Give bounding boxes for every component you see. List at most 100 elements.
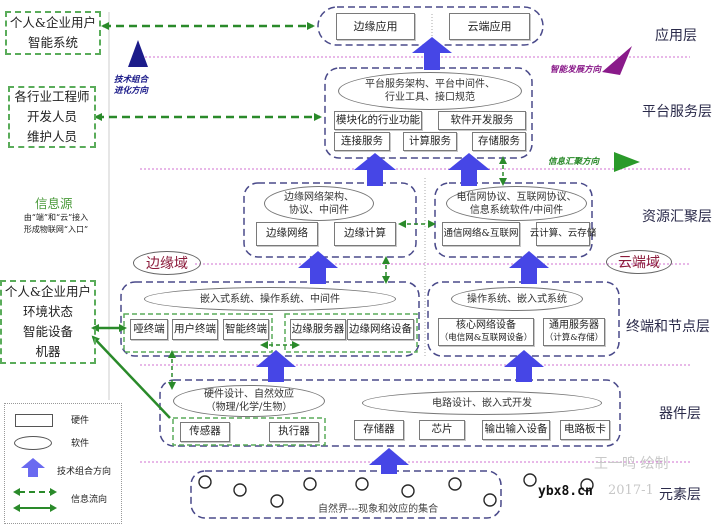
engineers-box: 各行业工程师 开发人员 维护人员 xyxy=(8,86,96,148)
edge-application-box: 边缘应用 xyxy=(336,13,415,40)
box-line: 智能设备 xyxy=(22,324,73,339)
dumb-terminal-box: 哑终端 xyxy=(130,319,168,340)
element-circles xyxy=(198,473,594,508)
cloud-protocol-software-oval: 电信网协议、互联网协议、 信息系统软件/中间件 xyxy=(446,186,587,221)
tech-arrow xyxy=(504,350,544,382)
tech-arrow xyxy=(256,350,296,382)
tech-arrow xyxy=(509,251,549,284)
box-line: 智能系统 xyxy=(27,35,78,50)
box-line: 个人&企业用户 xyxy=(4,284,92,299)
cloud-domain-label: 云端域 xyxy=(606,250,672,274)
oval-line: （物理/化学/生物） xyxy=(205,402,293,413)
edge-network-device-box: 边缘网络设备 xyxy=(347,319,414,340)
site-watermark: ybx8.cn xyxy=(538,484,593,499)
box-line: 机器 xyxy=(35,344,61,359)
cloud-compute-storage-box: 云计算、云存储 xyxy=(530,222,596,246)
oval-line: 边缘网络架构、 xyxy=(284,191,354,203)
tech-arrow xyxy=(412,37,452,70)
edge-domain-label: 边缘域 xyxy=(133,251,201,275)
info-source-line2: 形成物联网“入口” xyxy=(23,225,89,234)
platform-software-oval: 平台服务架构、平台中间件、 行业工具、接口规范 xyxy=(338,72,522,110)
box-line: 各行业工程师 xyxy=(14,89,90,104)
box-subtitle: （电信网&互联网设备） xyxy=(439,332,533,343)
tech-evolution-label: 技术组合 进化方向 xyxy=(114,75,148,98)
legend-hardware-icon xyxy=(15,414,53,427)
oval-line: 协议、中间件 xyxy=(289,204,349,216)
embedded-system-oval: 嵌入式系统、操作系统、中间件 xyxy=(144,287,396,311)
general-server-box: 通用服务器 （计算&存储） xyxy=(543,318,605,346)
dev-service-box: 软件开发服务 xyxy=(438,111,526,130)
connect-service-box: 连接服务 xyxy=(334,132,390,151)
layer-label-platform: 平台服务层 xyxy=(642,104,712,120)
user-terminal-box: 用户终端 xyxy=(172,319,218,340)
info-flows-minor xyxy=(168,156,507,390)
circuit-board-box: 电路板卡 xyxy=(560,420,610,440)
telecom-internet-box: 通信网络&互联网 xyxy=(442,222,520,246)
box-line: 环境状态 xyxy=(22,304,73,319)
compute-service-box: 计算服务 xyxy=(403,132,457,151)
hardware-design-oval: 硬件设计、自然效应 （物理/化学/生物） xyxy=(173,385,325,417)
legend-info-flow-icon xyxy=(13,488,57,512)
info-sources-box: 个人&企业用户 环境状态 智能设备 机器 xyxy=(0,280,96,364)
legend: 硬件 软件 技术组合方向 信息流向 xyxy=(4,403,122,524)
edge-network-software-oval: 边缘网络架构、 协议、中间件 xyxy=(264,186,374,221)
oval-line: 信息系统软件/中间件 xyxy=(469,204,564,216)
memory-box: 存储器 xyxy=(354,420,404,440)
edge-compute-box: 边缘计算 xyxy=(334,222,396,246)
label-line: 进化方向 xyxy=(114,86,149,97)
info-convergence-arrow-icon xyxy=(614,152,640,172)
info-convergence-label: 信息汇聚方向 xyxy=(548,157,600,167)
evolution-triangle-icon xyxy=(128,40,148,67)
actuator-box: 执行器 xyxy=(269,422,319,442)
legend-hardware-label: 硬件 xyxy=(71,416,90,426)
info-source-title: 信息源 xyxy=(35,196,73,211)
legend-tech-direction-label: 技术组合方向 xyxy=(57,467,112,477)
layer-label-element: 元素层 xyxy=(659,487,701,503)
intelligence-arrow-icon xyxy=(602,46,632,75)
oval-line: 行业工具、接口规范 xyxy=(385,92,475,103)
legend-tech-arrow-icon xyxy=(21,458,45,477)
layer-label-terminal: 终端和节点层 xyxy=(626,319,710,335)
oval-line: 平台服务架构、平台中间件、 xyxy=(365,79,495,90)
tech-arrow xyxy=(448,153,490,186)
box-line: 维护人员 xyxy=(26,129,77,144)
core-network-device-box: 核心网络设备 （电信网&互联网设备） xyxy=(438,318,534,346)
info-flows xyxy=(91,22,322,419)
oval-line: 硬件设计、自然效应 xyxy=(204,389,294,400)
box-line: 个人&企业用户 xyxy=(9,15,97,30)
edge-server-box: 边缘服务器 xyxy=(290,319,346,340)
modular-industry-box: 模块化的行业功能 xyxy=(334,111,422,130)
storage-service-box: 存储服务 xyxy=(472,132,526,151)
tech-arrow xyxy=(369,448,409,474)
smart-terminal-box: 智能终端 xyxy=(223,319,269,340)
author-watermark: 王一鸣 绘制 xyxy=(594,456,669,472)
legend-info-flow-label: 信息流向 xyxy=(71,495,108,505)
cloud-application-box: 云端应用 xyxy=(449,13,530,40)
sensor-box: 传感器 xyxy=(180,422,230,442)
box-title: 核心网络设备 xyxy=(456,320,516,332)
tech-arrow xyxy=(354,153,396,186)
nature-collection-label: 自然界---现象和效应的集合 xyxy=(318,504,439,515)
layer-label-application: 应用层 xyxy=(655,28,697,44)
users-smart-systems-box: 个人&企业用户 智能系统 xyxy=(5,11,101,55)
label-line: 技术组合 xyxy=(114,75,149,85)
info-source-line1: 由“端”和“云”接入 xyxy=(23,213,89,222)
io-device-box: 输出输入设备 xyxy=(482,420,550,440)
chip-box: 芯片 xyxy=(419,420,465,440)
legend-software-icon xyxy=(14,436,52,450)
box-subtitle: （计算&存储） xyxy=(544,332,604,343)
box-line: 开发人员 xyxy=(26,109,77,124)
legend-software-label: 软件 xyxy=(71,439,90,449)
circuit-design-oval: 电路设计、嵌入式开发 xyxy=(362,391,602,415)
oval-line: 电信网协议、互联网协议、 xyxy=(456,191,577,203)
layer-label-resource: 资源汇聚层 xyxy=(642,209,712,225)
layer-label-device: 器件层 xyxy=(659,406,701,422)
intelligence-direction-label: 智能发展方向 xyxy=(550,65,602,75)
tech-arrow xyxy=(298,251,338,284)
os-embedded-oval: 操作系统、嵌入式系统 xyxy=(451,287,583,311)
tech-arrows xyxy=(256,37,549,474)
edge-network-box: 边缘网络 xyxy=(256,222,318,246)
group-boxes xyxy=(123,313,418,446)
year-watermark: 2017-1 xyxy=(608,483,654,498)
box-title: 通用服务器 xyxy=(549,320,599,332)
